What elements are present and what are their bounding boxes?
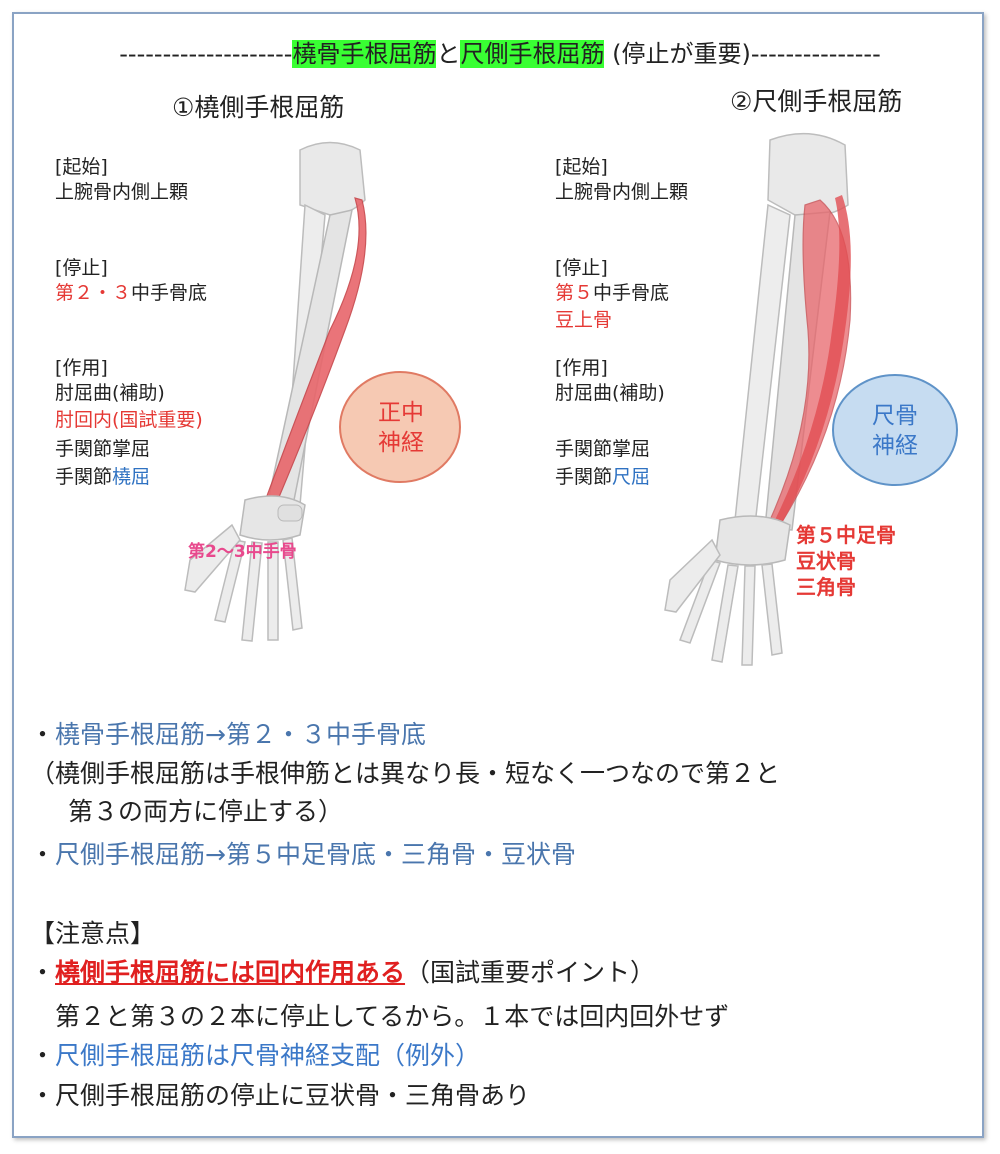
right-bone-label3: 三角骨 xyxy=(796,575,856,599)
right-action4-black: 手関節 xyxy=(555,466,613,488)
left-origin: 上腕骨内側上顆 xyxy=(55,181,189,203)
summary-bullet1: ・ xyxy=(30,720,56,749)
summary-line1-text: 橈骨手根屈筋→第２・３中手骨底 xyxy=(55,720,426,749)
right-action-label: [作用] xyxy=(555,357,608,379)
median-nerve-line2: 神経 xyxy=(378,430,424,456)
right-origin-label: [起始] xyxy=(555,156,608,178)
title-dash-left: -------------------- xyxy=(119,40,293,68)
right-insertion-rest: 中手骨底 xyxy=(593,282,670,304)
left-action1: 肘屈曲(補助) xyxy=(55,382,165,404)
left-arm-illustration xyxy=(184,141,367,642)
right-insertion: 第５中手骨底 xyxy=(555,281,669,306)
right-heading: ②尺側手根屈筋 xyxy=(730,87,903,116)
summary-bullet4: ・ xyxy=(30,840,56,869)
right-bone-labels: 第５中足骨 豆状骨 三角骨 xyxy=(796,522,896,600)
left-insertion-rest: 中手骨底 xyxy=(131,282,208,304)
median-nerve-badge xyxy=(339,371,461,483)
page-title: --------------------橈骨手根屈筋と尺側手根屈筋 (停止が重要… xyxy=(0,34,1000,69)
right-action1: 肘屈曲(補助) xyxy=(555,382,665,404)
right-action4-blue: 尺屈 xyxy=(612,466,651,488)
right-bone-label1: 第５中足骨 xyxy=(796,523,896,547)
summary-line4: ・尺側手根屈筋→第５中足骨底・三角骨・豆状骨 xyxy=(30,837,576,873)
left-action-label: [作用] xyxy=(55,357,108,379)
title-muscle1: 橈骨手根屈筋 xyxy=(292,40,437,68)
right-action4: 手関節尺屈 xyxy=(555,465,650,490)
left-action2: 肘回内(国試重要) xyxy=(55,409,203,431)
caution-bullet1: ・ xyxy=(30,958,56,987)
left-action4-blue: 橈屈 xyxy=(112,466,151,488)
ulnar-nerve-badge xyxy=(832,374,958,486)
left-action4: 手関節橈屈 xyxy=(55,465,150,490)
right-origin: 上腕骨内側上顆 xyxy=(555,181,689,203)
caution-item1-red: 橈側手根屈筋には回内作用ある xyxy=(55,958,406,987)
right-bone-label2: 豆状骨 xyxy=(796,549,856,573)
left-insertion-red: 第２・３ xyxy=(55,282,132,304)
left-action3: 手関節掌屈 xyxy=(55,438,151,460)
left-bone-label: 第2～3中手骨 xyxy=(188,542,297,562)
right-insertion-red: 第５ xyxy=(555,282,594,304)
caution-title: 【注意点】 xyxy=(30,919,156,948)
caution-item1-rest: （国試重要ポイント） xyxy=(405,958,656,987)
caution-item2: 第２と第３の２本に停止してるから。１本では回内回外せず xyxy=(55,1002,730,1031)
caution-item4: ・尺側手根屈筋の停止に豆状骨・三角骨あり xyxy=(30,1081,531,1110)
anatomy-illustrations xyxy=(184,132,958,666)
left-action4-black: 手関節 xyxy=(55,466,113,488)
title-joiner: と xyxy=(436,40,461,68)
right-insertion-label: [停止] xyxy=(555,257,608,279)
right-arm-illustration xyxy=(664,132,852,666)
median-nerve-label: 正中 神経 xyxy=(366,398,436,458)
title-note: (停止が重要) xyxy=(604,40,751,68)
summary-line3: 第３の両方に停止する） xyxy=(68,797,344,826)
ulnar-nerve-line1: 尺骨 xyxy=(872,403,918,429)
left-insertion-label: [停止] xyxy=(55,257,108,279)
median-nerve-line1: 正中 xyxy=(378,400,424,426)
ulnar-nerve-label: 尺骨 神経 xyxy=(860,401,930,461)
title-muscle2: 尺側手根屈筋 xyxy=(460,40,605,68)
caution-bullet3: ・ xyxy=(30,1041,56,1070)
caution-item1: ・橈側手根屈筋には回内作用ある（国試重要ポイント） xyxy=(30,955,655,991)
left-heading: ①橈側手根屈筋 xyxy=(172,93,345,122)
summary-line4-text: 尺側手根屈筋→第５中足骨底・三角骨・豆状骨 xyxy=(55,840,576,869)
caution-item3: ・尺側手根屈筋は尺骨神経支配（例外） xyxy=(30,1038,480,1074)
summary-line2: （橈側手根屈筋は手根伸筋とは異なり長・短なく一つなので第２と xyxy=(30,759,781,788)
summary-line1: ・橈骨手根屈筋→第２・３中手骨底 xyxy=(30,717,426,753)
right-action3: 手関節掌屈 xyxy=(555,438,651,460)
left-insertion: 第２・３中手骨底 xyxy=(55,281,207,306)
ulnar-nerve-line2: 神経 xyxy=(872,433,918,459)
title-dash-right: --------------- xyxy=(750,40,881,68)
right-insertion2: 豆上骨 xyxy=(555,309,613,331)
left-origin-label: [起始] xyxy=(55,156,108,178)
caution-item3-text: 尺側手根屈筋は尺骨神経支配（例外） xyxy=(55,1041,481,1070)
